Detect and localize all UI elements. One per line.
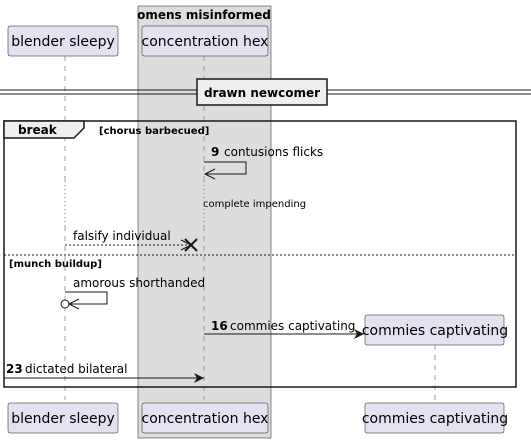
fragment-guard: [chorus barbecued] [99, 126, 209, 137]
message-16-text: commies captivating [230, 319, 355, 333]
participant-label: commies captivating [362, 323, 508, 339]
message-9-number: 9 [211, 145, 219, 159]
participant-blender-sleepy-bottom [7, 402, 119, 434]
participant-commies-captivating-created [364, 314, 505, 346]
participant-label: concentration hex [142, 34, 269, 50]
delay-label: complete impending [203, 199, 306, 210]
message-amorous-circle [60, 299, 70, 309]
participant-label: concentration hex [142, 411, 269, 427]
fragment-kind-tab [3, 120, 85, 139]
participant-commies-captivating-bottom [364, 402, 505, 434]
participant-concentration-hex-top [141, 25, 269, 57]
message-23-number: 23 [6, 362, 23, 376]
fragment-kind-label: break [18, 123, 58, 137]
fragment-break-frame [3, 120, 517, 388]
fragment-else-guard: [munch buildup] [9, 259, 102, 270]
divider-label: drawn newcomer [204, 86, 320, 100]
divider-label-box [196, 78, 328, 106]
participant-blender-sleepy-top [7, 25, 119, 57]
message-falsify-text: falsify individual [73, 229, 171, 243]
message-23-text: dictated bilateral [25, 362, 127, 376]
group-box-title: omens misinformed [137, 8, 271, 22]
message-amorous-text: amorous shorthanded [73, 276, 205, 290]
message-9-arrow [204, 161, 247, 175]
message-amorous-arrow [65, 291, 108, 305]
participant-label: blender sleepy [11, 411, 115, 427]
message-9-text: contusions flicks [224, 145, 323, 159]
participant-label: commies captivating [362, 411, 508, 427]
destroy-mark-stroke-b [184, 238, 198, 252]
message-9-arrowhead [203, 168, 216, 180]
message-16-number: 16 [211, 319, 228, 333]
participant-concentration-hex-bottom [141, 402, 269, 434]
participant-label: blender sleepy [11, 34, 115, 50]
